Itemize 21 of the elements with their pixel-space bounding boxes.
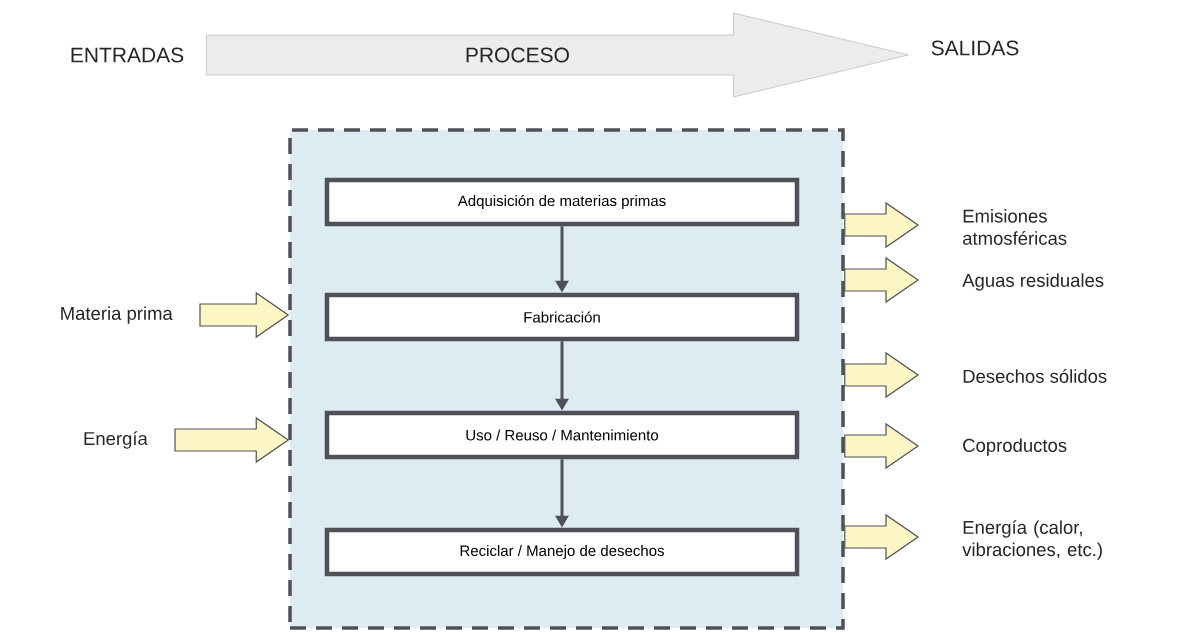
block-arrow <box>206 12 909 98</box>
block-arrow <box>844 513 920 561</box>
label-text: Aguas residuales <box>962 273 1104 291</box>
label-text: Materia prima <box>61 306 173 324</box>
label-text: ENTRADAS <box>71 47 184 63</box>
label-text: Desechos sólidos <box>963 369 1107 383</box>
process-box: Fabricación <box>324 292 800 342</box>
process-box: Reciclar / Manejo de desechos <box>324 527 800 577</box>
block-arrow <box>844 201 920 249</box>
label-text: Emisiones atmosféricas <box>963 209 1067 245</box>
block-arrow <box>199 291 290 339</box>
label-text: Energía (calor, vibraciones, etc.) <box>962 520 1102 560</box>
process-box: Adquisición de materias primas <box>324 177 800 227</box>
label-text: Energía <box>84 431 148 449</box>
process-box: Uso / Reuso / Mantenimiento <box>324 410 800 460</box>
block-arrow <box>844 351 920 399</box>
block-arrow <box>844 422 920 470</box>
label-text: SALIDAS <box>931 40 1019 56</box>
label-text: Coproductos <box>963 438 1067 456</box>
block-arrow <box>174 416 290 464</box>
block-arrow <box>844 256 920 304</box>
